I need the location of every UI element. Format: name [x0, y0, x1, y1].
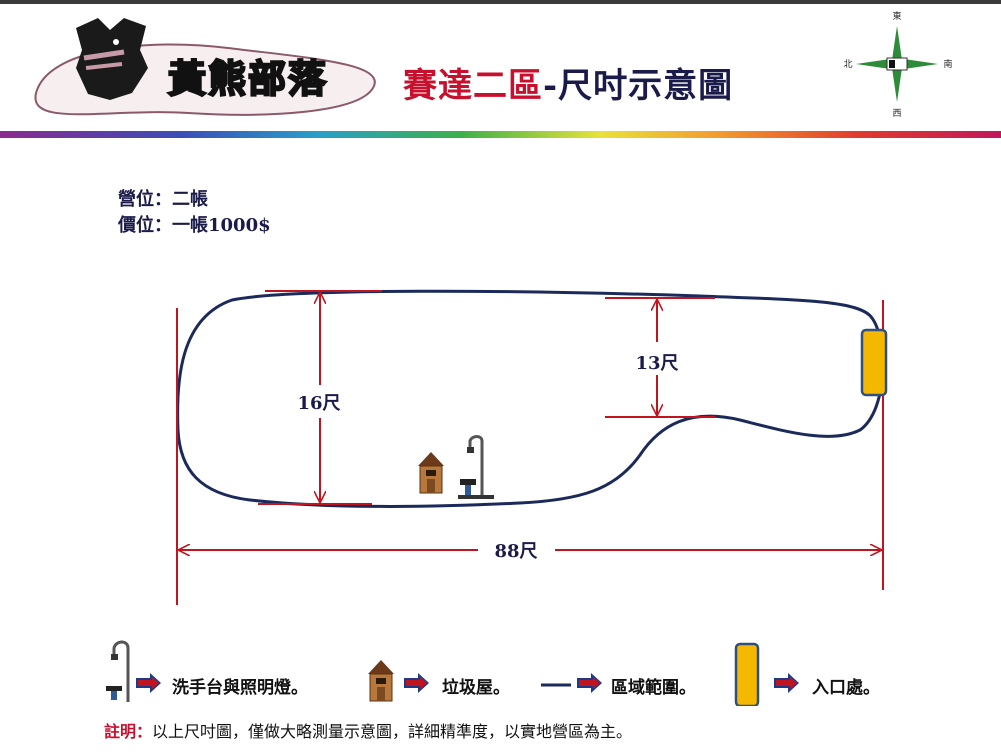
entrance-marker-icon: [734, 642, 760, 706]
top-border: [0, 0, 1001, 4]
arrow-right-icon: [577, 673, 602, 693]
legend-item-sink: 洗手台與照明燈。: [104, 640, 308, 706]
note-label: 註明：: [104, 722, 153, 741]
bear-logo-icon: [76, 18, 148, 100]
compass-icon: 東 西 北 南: [843, 10, 952, 119]
legend-item-trash: 垃圾屋。: [366, 640, 526, 706]
legend-trash-label: 垃圾屋。: [442, 678, 510, 698]
arrow-right-icon: [404, 673, 429, 693]
compass-south: 南: [943, 58, 952, 70]
arrow-right-icon: [774, 673, 799, 693]
site-diagram: 16尺 13尺 88尺: [176, 289, 888, 605]
legend-item-boundary: 區域範圍。: [539, 640, 719, 706]
disclaimer-note: 註明：以上尺吋圖，僅做大略測量示意圖，詳細精準度，以實地營區為主。: [104, 718, 632, 742]
header-divider: [0, 131, 1001, 138]
legend-item-entrance: 入口處。: [732, 640, 912, 706]
entrance-marker-icon: [860, 328, 888, 397]
legend-boundary-label: 區域範圍。: [611, 678, 696, 698]
height-left-label: 16尺: [297, 393, 340, 414]
site-count: 營位：二帳: [118, 189, 208, 210]
compass-east: 東: [892, 10, 901, 22]
compass-north: 北: [843, 59, 852, 70]
site-price: 價位：一帳1000$: [118, 215, 271, 236]
title-suffix: -尺吋示意圖: [543, 66, 734, 106]
height-right-label: 13尺: [635, 353, 678, 374]
brand-logo: 黃熊部落: [34, 18, 376, 116]
trash-house-icon: [418, 452, 444, 494]
lamp-post-icon: [106, 640, 130, 702]
compass-west: 西: [892, 108, 901, 119]
lamp-post-icon: [458, 435, 494, 499]
arrow-right-icon: [136, 673, 161, 693]
width-label: 88尺: [494, 541, 537, 562]
legend-entrance-label: 入口處。: [812, 678, 880, 698]
area-boundary: [176, 289, 885, 508]
page-title: 賽達二區-尺吋示意圖: [403, 58, 733, 107]
logo-text: 黃熊部落: [168, 57, 328, 101]
legend-sink-label: 洗手台與照明燈。: [172, 678, 308, 698]
note-text: 以上尺吋圖，僅做大略測量示意圖，詳細精準度，以實地營區為主。: [152, 722, 633, 741]
legend: 洗手台與照明燈。 垃圾屋。 區域範圍。: [104, 640, 984, 706]
trash-house-icon: [368, 660, 394, 702]
title-area-name: 賽達二區: [403, 66, 543, 106]
